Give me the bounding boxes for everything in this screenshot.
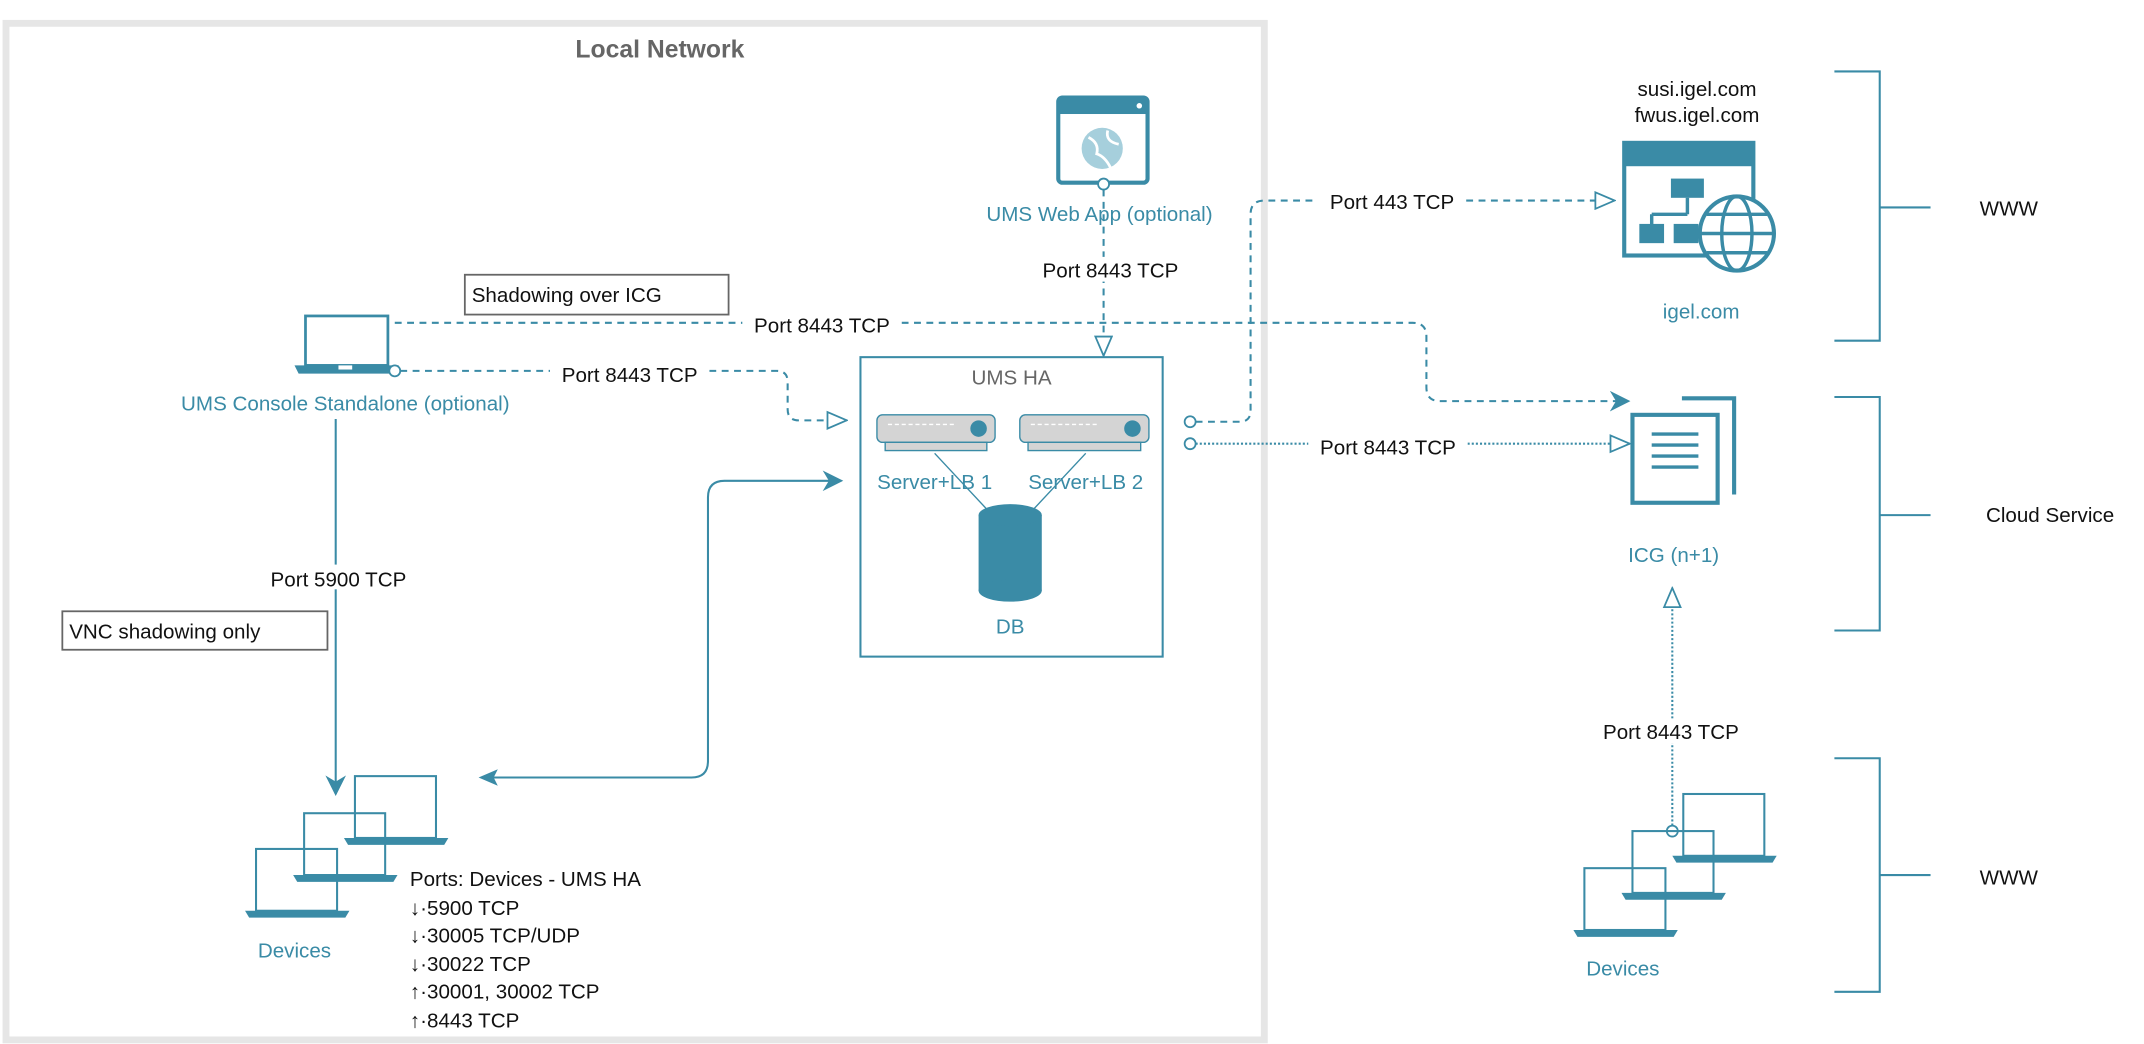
- web-sitemap-icon: [1622, 140, 1777, 273]
- edge-label-devices-icg: Port 8443 TCP: [1603, 721, 1739, 744]
- zone-www-top: WWW: [1980, 198, 2039, 221]
- bracket-www-bottom: [1834, 757, 1931, 993]
- local-network-title: Local Network: [575, 37, 744, 64]
- igel-label: igel.com: [1663, 301, 1740, 324]
- note-shadowing-icg-text: Shadowing over ICG: [472, 284, 662, 307]
- note-vnc-only: [61, 610, 329, 651]
- laptops-icon: [245, 775, 449, 918]
- devices-local-label: Devices: [258, 939, 331, 962]
- note-vnc-only-text: VNC shadowing only: [69, 621, 261, 644]
- icg-label: ICG (n+1): [1628, 544, 1719, 567]
- ums-ha-title: UMS HA: [972, 367, 1052, 390]
- server2-label: Server+LB 2: [1028, 471, 1143, 494]
- ports-list-item: ↓·30005 TCP/UDP: [410, 924, 580, 947]
- db-label: DB: [996, 615, 1025, 638]
- ports-list-title: Ports: Devices - UMS HA: [410, 868, 641, 891]
- edge-label-ha-icg: Port 8443 TCP: [1320, 437, 1456, 460]
- edge-label-ha-igel: Port 443 TCP: [1330, 191, 1454, 214]
- edge-label-console-ha: Port 8443 TCP: [562, 364, 698, 387]
- browser-globe-icon: [1056, 95, 1150, 185]
- server-icon: [1019, 414, 1150, 452]
- zone-www-bottom: WWW: [1980, 867, 2039, 890]
- ports-list-item: ↑·8443 TCP: [410, 1010, 520, 1033]
- igel-host-2: fwus.igel.com: [1635, 104, 1760, 127]
- zone-cloud: Cloud Service: [1986, 504, 2114, 527]
- bracket-cloud: [1834, 395, 1931, 632]
- server-icon: [876, 414, 996, 452]
- console-label: UMS Console Standalone (optional): [181, 393, 510, 416]
- edge-label-webapp-ha: Port 8443 TCP: [1043, 259, 1179, 282]
- laptop-icon: [294, 314, 399, 374]
- edge-ha-to-igel: [1195, 201, 1615, 423]
- edge-label-console-devices: Port 5900 TCP: [271, 569, 407, 592]
- laptops-icon: [1573, 792, 1777, 937]
- ports-list: Ports: Devices - UMS HA ↓·5900 TCP ↓·300…: [410, 868, 641, 1032]
- bracket-www-top: [1834, 70, 1931, 342]
- edge-devices-ha: [481, 470, 844, 779]
- ports-list-item: ↑·30001, 30002 TCP: [410, 981, 600, 1004]
- note-shadowing-icg: [463, 273, 730, 316]
- server-document-icon: [1630, 396, 1737, 505]
- database-icon: [978, 504, 1042, 602]
- edge-console-to-icg: [394, 321, 1631, 412]
- ports-list-item: ↓·5900 TCP: [410, 897, 520, 920]
- local-network-frame: [2, 19, 1268, 1044]
- server1-label: Server+LB 1: [877, 471, 992, 494]
- ports-list-item: ↓·30022 TCP: [410, 953, 531, 976]
- edge-console-to-ha: [400, 369, 846, 420]
- devices-remote-label: Devices: [1586, 957, 1659, 980]
- igel-host-1: susi.igel.com: [1638, 78, 1757, 101]
- web-app-label: UMS Web App (optional): [986, 203, 1212, 226]
- edge-label-console-icg: Port 8443 TCP: [754, 314, 890, 337]
